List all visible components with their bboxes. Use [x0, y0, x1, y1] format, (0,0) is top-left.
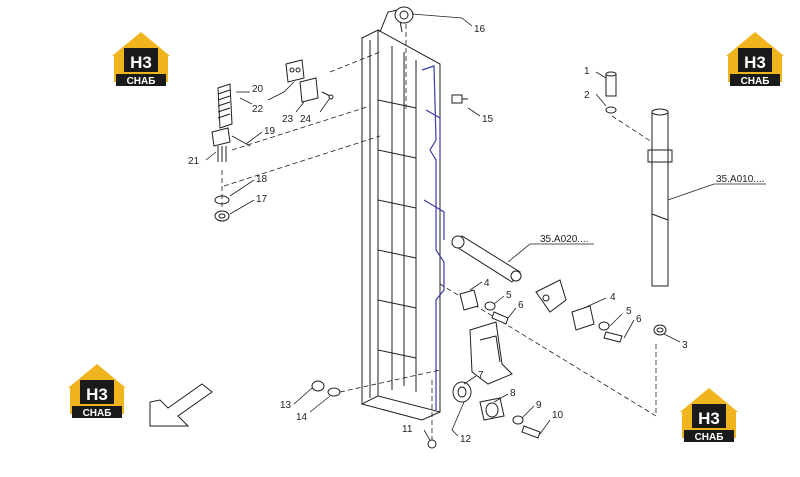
callout-22: 22: [252, 104, 264, 115]
part-9-washer: [512, 415, 524, 425]
mast-assembly: [361, 9, 445, 421]
link-rod-35A020: [451, 235, 522, 283]
callout-11: 11: [402, 424, 413, 435]
callout-6-left: 6: [518, 300, 524, 311]
brand-logo-top-left: H3 СНАБ: [112, 32, 170, 87]
part-5-washer-left: [484, 301, 496, 311]
leader-lines: [205, 13, 766, 441]
part-11-screw: [427, 439, 437, 449]
callout-4-right: 4: [610, 292, 616, 303]
svg-text:СНАБ: СНАБ: [83, 408, 112, 419]
svg-text:СНАБ: СНАБ: [127, 76, 156, 87]
callout-18: 18: [256, 174, 268, 185]
callout-13: 13: [280, 400, 292, 411]
part-15-fitting: [451, 94, 468, 104]
part-21-gear-spring: [211, 127, 231, 162]
part-19-pin: [231, 135, 251, 147]
part-13-nut: [311, 380, 325, 392]
callout-3: 3: [682, 340, 688, 351]
part-6-bolt-left: [491, 311, 509, 325]
part-4-sleeve-left: [459, 289, 479, 311]
callout-16: 16: [474, 24, 486, 35]
part-2-washer: [605, 106, 617, 114]
part-23-block: [299, 77, 319, 103]
part-22-plate: [285, 59, 305, 83]
shaft-35A010: [647, 108, 673, 287]
brand-logo-top-right: H3 СНАБ: [726, 32, 784, 87]
part-10-bolt: [521, 425, 541, 439]
part-14-washer: [327, 387, 341, 397]
part-17-nut: [214, 210, 230, 222]
assembly-line-left-2: [223, 135, 381, 187]
part-1-pin: [605, 71, 617, 97]
part-20-toothed-bar: [217, 83, 233, 129]
part-7-bracket: [469, 321, 513, 385]
reference-35A020: 35.A020....: [540, 234, 588, 245]
callout-2: 2: [584, 90, 590, 101]
callout-14: 14: [296, 412, 308, 423]
assembly-line-pin: [611, 115, 653, 143]
callout-19: 19: [264, 126, 276, 137]
svg-text:СНАБ: СНАБ: [741, 76, 770, 87]
part-8-bearing: [479, 397, 505, 421]
part-5-washer-right: [598, 321, 610, 331]
part-16-roller: [394, 6, 414, 24]
callout-4-left: 4: [484, 278, 490, 289]
callout-5-left: 5: [506, 290, 512, 301]
callout-6-right: 6: [636, 314, 642, 325]
arrow-icon: [149, 383, 213, 427]
part-3-bushing: [653, 324, 667, 336]
svg-text:СНАБ: СНАБ: [695, 432, 724, 443]
svg-text:H3: H3: [744, 53, 766, 72]
assembly-line-lower: [339, 369, 441, 393]
brand-logo-bottom-left: H3 СНАБ: [68, 364, 126, 419]
callout-8: 8: [510, 388, 516, 399]
callout-5-right: 5: [626, 306, 632, 317]
callout-17: 17: [256, 194, 268, 205]
svg-text:H3: H3: [86, 385, 108, 404]
callout-20: 20: [252, 84, 264, 95]
reference-35A010: 35.A010....: [716, 174, 764, 185]
part-24-screw: [321, 91, 334, 100]
assembly-line-upper: [231, 105, 371, 151]
callout-9: 9: [536, 400, 542, 411]
callout-24: 24: [300, 114, 312, 125]
callout-1: 1: [584, 66, 590, 77]
callout-12: 12: [460, 434, 472, 445]
callout-10: 10: [552, 410, 564, 421]
brand-logo-bottom-right: H3 СНАБ: [680, 388, 738, 443]
lever-bracket: [535, 279, 567, 313]
svg-text:H3: H3: [698, 409, 720, 428]
callout-21: 21: [188, 156, 200, 167]
callout-7: 7: [478, 370, 484, 381]
part-6-bolt-right: [603, 331, 623, 343]
assembly-line-top: [329, 51, 381, 73]
part-12-roller: [452, 381, 472, 403]
svg-text:H3: H3: [130, 53, 152, 72]
callout-23: 23: [282, 114, 294, 125]
callout-15: 15: [482, 114, 494, 125]
part-4-sleeve-right: [571, 305, 595, 331]
